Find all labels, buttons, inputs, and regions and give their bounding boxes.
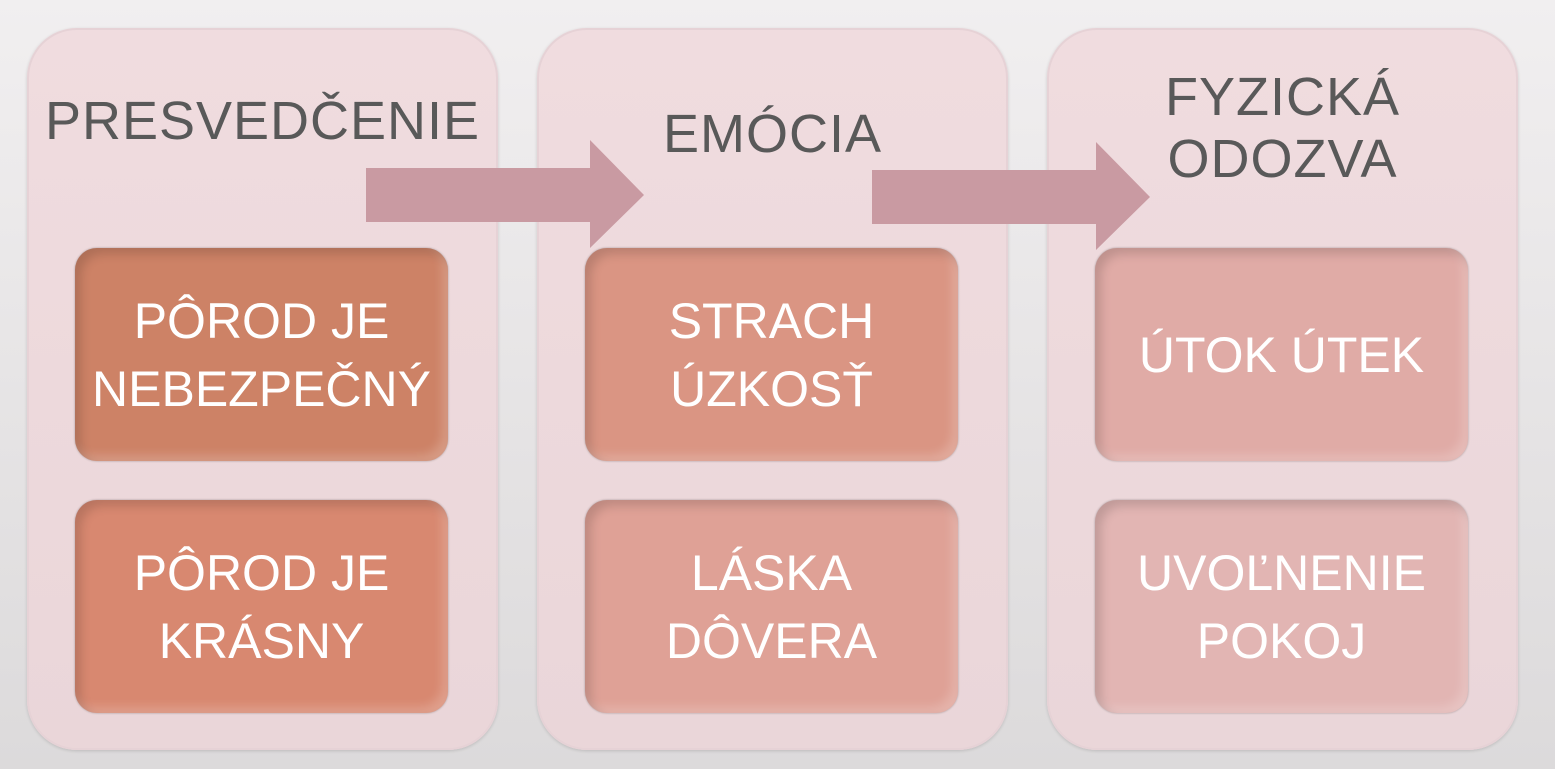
box-love-trust: LÁSKA DÔVERA <box>585 500 958 713</box>
arrow-right-icon <box>872 142 1150 250</box>
box-fear-anxiety: STRACH ÚZKOSŤ <box>585 248 958 461</box>
box-beautiful-birth: PÔROD JE KRÁSNY <box>75 500 448 713</box>
column-title: EMÓCIA <box>662 104 883 164</box>
box-dangerous-birth: PÔROD JE NEBEZPEČNÝ <box>75 248 448 461</box>
box-fight-flight: ÚTOK ÚTEK <box>1095 248 1468 461</box>
column-title: PRESVEDČENIE <box>44 91 481 151</box>
box-relaxation-peace: UVOĽNENIE POKOJ <box>1095 500 1468 713</box>
column-belief: PRESVEDČENIE PÔROD JE NEBEZPEČNÝ PÔROD J… <box>27 28 498 750</box>
column-title: FYZICKÁ ODOZVA <box>1164 67 1401 189</box>
column-emotion: EMÓCIA STRACH ÚZKOSŤ LÁSKA DÔVERA <box>537 28 1008 750</box>
column-physical-response: FYZICKÁ ODOZVA ÚTOK ÚTEK UVOĽNENIE POKOJ <box>1047 28 1518 750</box>
arrow-right-icon <box>366 140 644 248</box>
